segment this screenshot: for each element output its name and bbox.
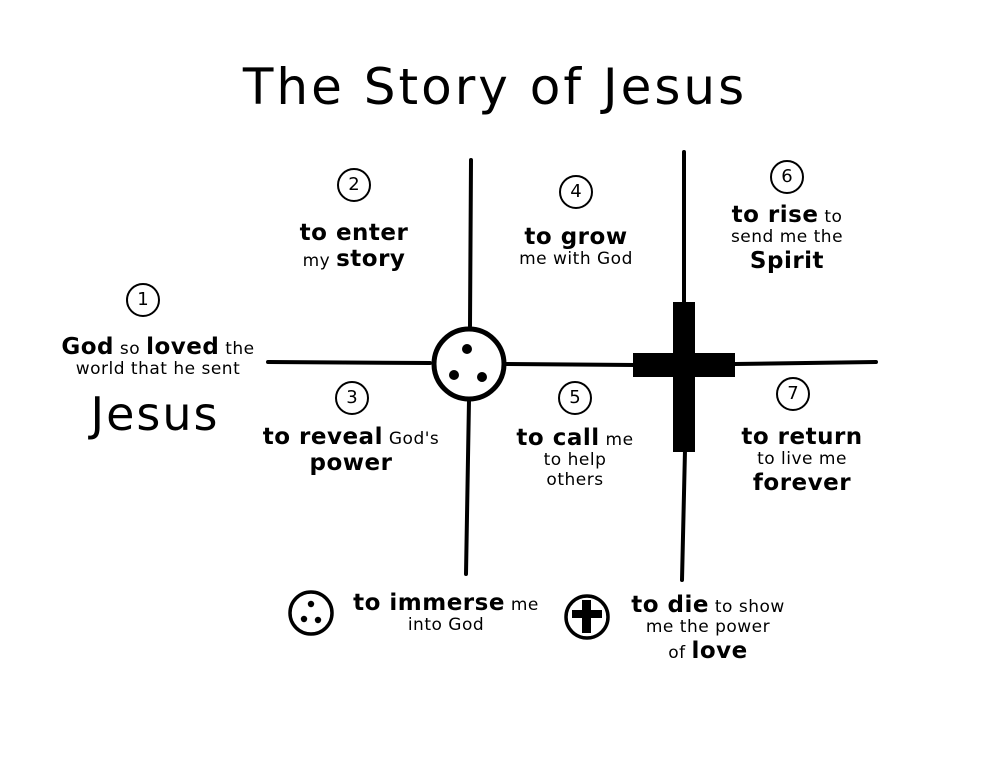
step-4-number: 4 — [559, 175, 593, 209]
step-5-number: 5 — [558, 381, 592, 415]
cross-icon — [633, 302, 735, 452]
step-6-number: 6 — [770, 160, 804, 194]
legend-die-text: to die to show me the power of love — [631, 592, 785, 664]
step-5-text: to call me to help others — [516, 425, 634, 490]
baptism-circle-icon — [431, 326, 507, 402]
legend-baptism-circle-icon — [288, 590, 334, 636]
right-vertical-line — [680, 150, 687, 582]
step-2-text: to enter my story — [299, 220, 409, 273]
step-7-text: to return to live me forever — [741, 424, 863, 496]
step-3-text: to reveal God's power — [262, 424, 440, 477]
step-6-text: to rise to send me the Spirit — [730, 202, 844, 274]
step-1-text: God so loved the world that he sent — [61, 334, 255, 380]
step-2-number: 2 — [337, 168, 371, 202]
step-1-word-god: God — [61, 334, 114, 360]
page-title: The Story of Jesus — [242, 58, 748, 116]
legend-cross-icon — [564, 594, 610, 640]
step-1-number: 1 — [126, 283, 160, 317]
step-7-number: 7 — [776, 377, 810, 411]
step-1-jesus: Jesus — [90, 387, 220, 441]
step-3-number: 3 — [335, 381, 369, 415]
left-vertical-line — [464, 158, 473, 576]
horizontal-line — [266, 360, 878, 367]
step-1-word-loved: loved — [146, 334, 220, 360]
step-4-text: to grow me with God — [519, 224, 633, 270]
legend-immerse-text: to immerse me into God — [353, 590, 539, 636]
